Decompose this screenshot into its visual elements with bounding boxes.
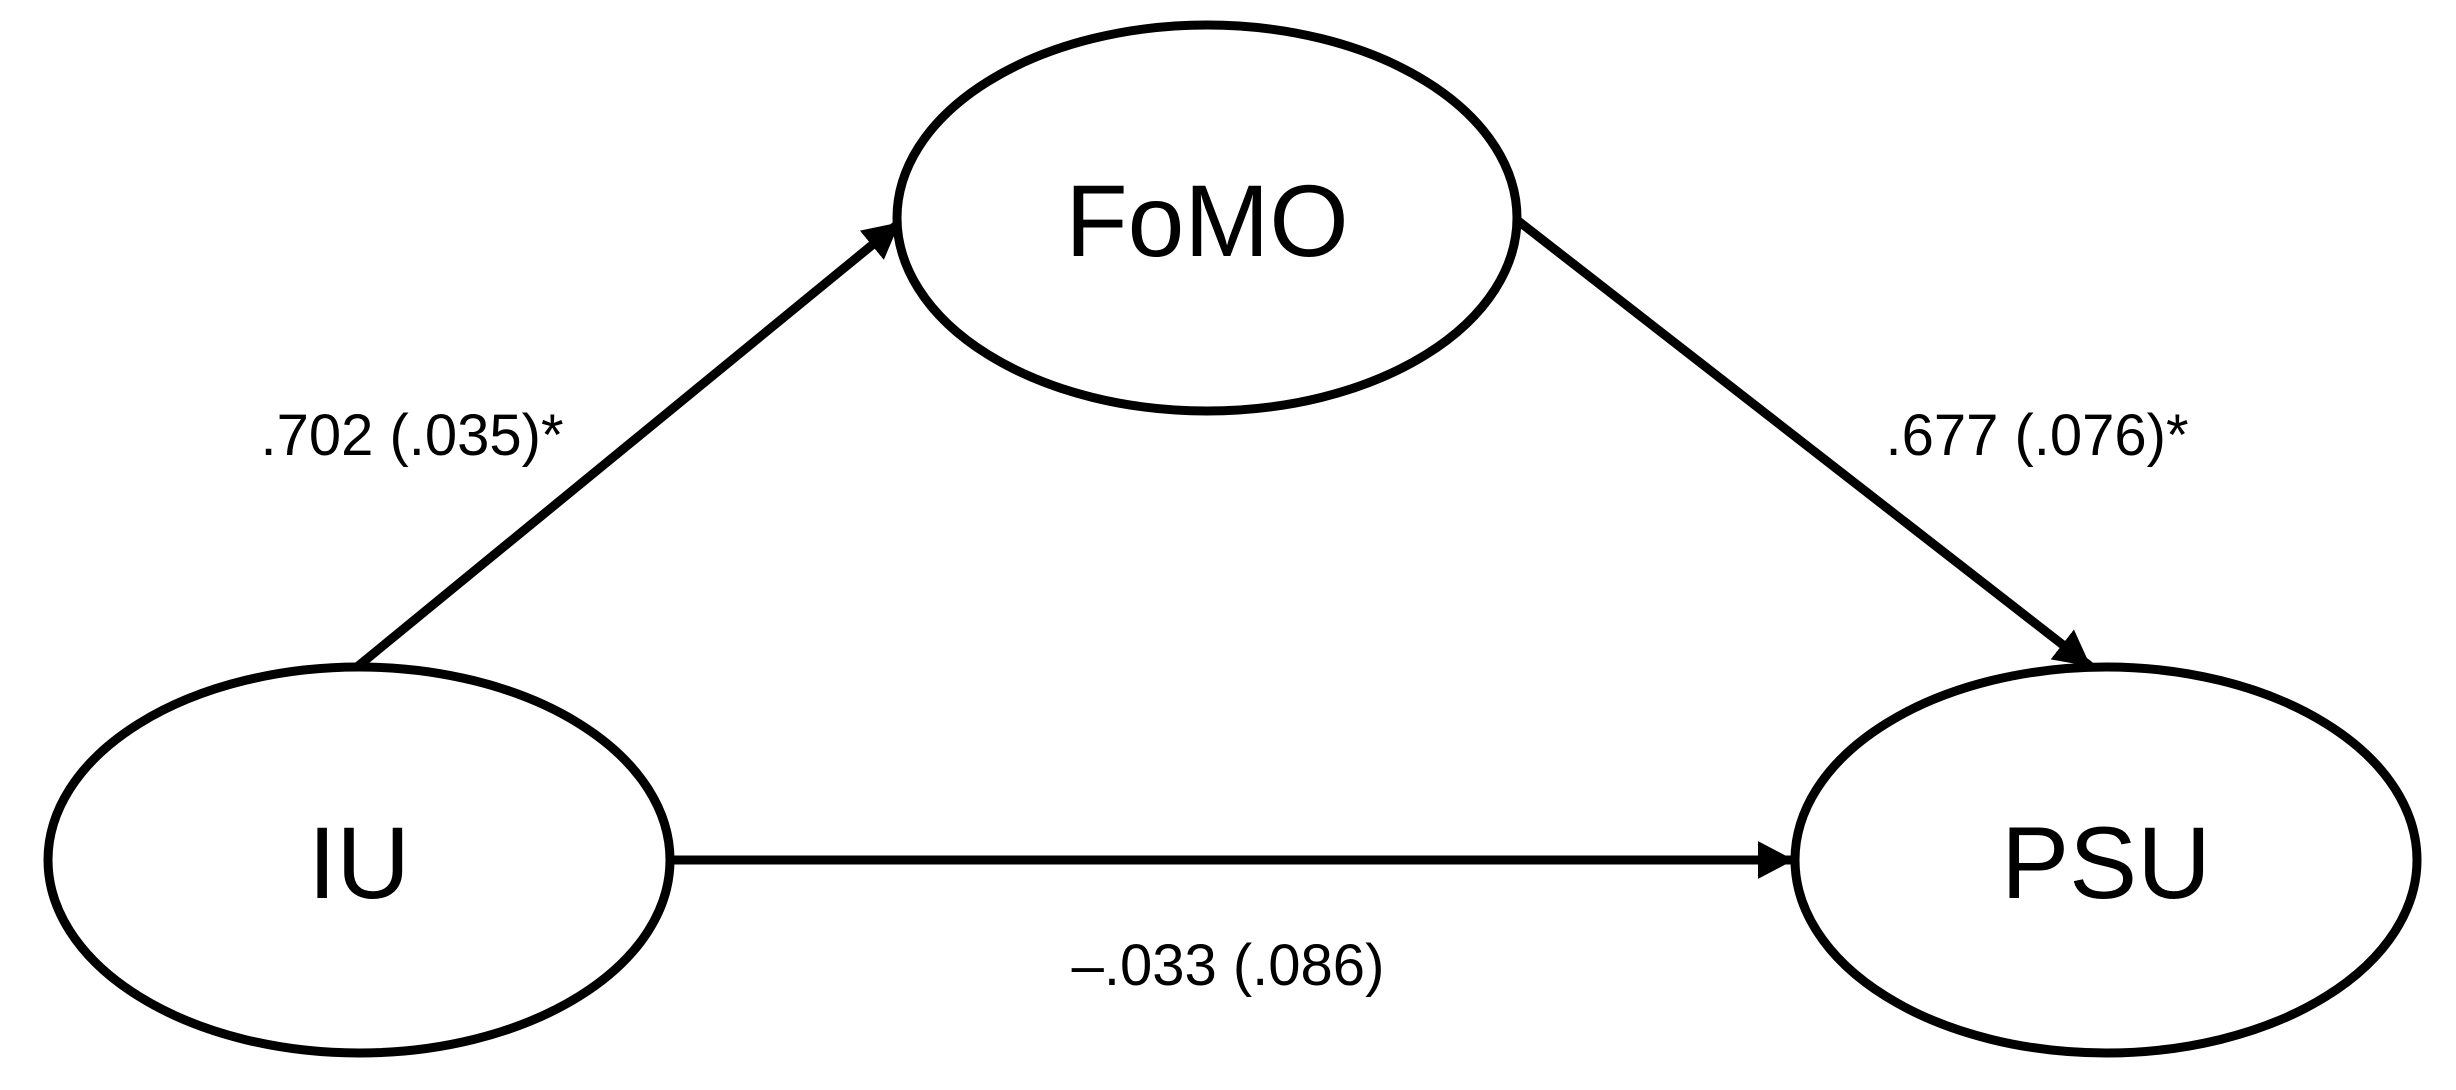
path-fomo-psu-arrow	[1514, 216, 2093, 670]
path-fomo-psu-label: .677 (.076)*	[1885, 403, 2188, 468]
path-iu-fomo-label: .702 (.035)*	[260, 403, 563, 468]
iu-node-label: IU	[308, 806, 410, 920]
fomo-node	[892, 20, 1522, 416]
path-iu-psu-label: –.033 (.086)	[1072, 933, 1385, 998]
fomo-node-label: FoMO	[1065, 164, 1348, 278]
path-iu-fomo-arrow	[354, 219, 902, 671]
psu-node-label: PSU	[2001, 806, 2211, 920]
iu-node	[43, 662, 675, 1058]
psu-node	[1790, 662, 2422, 1058]
